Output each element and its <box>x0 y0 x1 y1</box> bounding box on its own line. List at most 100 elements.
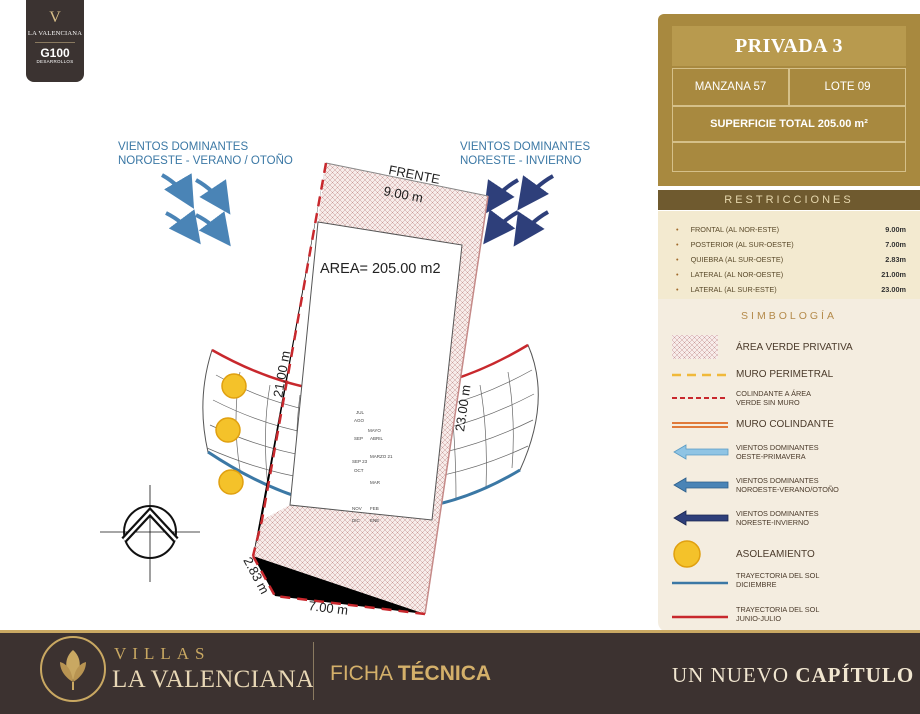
superficie-cell: SUPERFICIE TOTAL 205.00 m² <box>672 106 906 142</box>
legend-label: MURO PERIMETRAL <box>736 369 834 380</box>
sun-month-ene: ENE <box>370 518 379 523</box>
lot-outline <box>251 162 489 616</box>
legend-item: VIENTOS DOMINANTES OESTE-PRIMAVERA <box>672 443 912 461</box>
footer-slogan: UN NUEVO CAPÍTULO <box>672 663 914 688</box>
footer-ficha-tecnica: FICHA TÉCNICA <box>330 662 491 686</box>
logo-v-icon: V <box>49 9 61 26</box>
legend-item: TRAYECTORIA DEL SOL DICIEMBRE <box>672 571 912 589</box>
restriccion-label: POSTERIOR (AL SUR-OESTE) <box>676 240 794 249</box>
sun-markers <box>215 373 247 495</box>
restriccion-value: 2.83m <box>885 255 906 264</box>
legend-label: VIENTOS DOMINANTES NOROESTE-VERANO/OTOÑO <box>736 476 839 494</box>
sun-month-dic: DIC <box>352 518 361 523</box>
blue-line-icon <box>672 575 736 585</box>
legend-label: VIENTOS DOMINANTES OESTE-PRIMAVERA <box>736 443 819 461</box>
sun-month-labels: JUL AGO MAYO SEP ABRIL MARZO 21 SEP 23 O… <box>352 410 393 523</box>
wind-label-noroeste: VIENTOS DOMINANTES NOROESTE - VERANO / O… <box>118 140 293 168</box>
logo-separator <box>35 42 75 43</box>
info-panel: PRIVADA 3 MANZANA 57 LOTE 09 SUPERFICIE … <box>658 14 920 632</box>
restriccion-value: 23.00m <box>881 285 906 294</box>
logo-g100: G100 <box>40 46 70 60</box>
restricciones-list: FRONTAL (AL NOR-ESTE)9.00m POSTERIOR (AL… <box>658 211 920 299</box>
hatch-icon <box>672 335 736 359</box>
manzana-lote-row: MANZANA 57 LOTE 09 <box>672 68 906 106</box>
sun-icon <box>218 469 244 495</box>
restricciones-header: RESTRICCIONES <box>658 190 920 210</box>
north-arrow-icon <box>100 485 200 582</box>
simbologia-box: SIMBOLOGÍA ÁREA VERDE PRIVATIVA MURO PER… <box>658 299 920 632</box>
legend-label: MURO COLINDANTE <box>736 419 834 430</box>
simbologia-header: SIMBOLOGÍA <box>741 310 837 322</box>
lot-title-box: PRIVADA 3 MANZANA 57 LOTE 09 SUPERFICIE … <box>658 14 920 186</box>
area-label: AREA= 205.00 m2 <box>320 261 441 277</box>
wind-left-line2: NOROESTE - VERANO / OTOÑO <box>118 155 293 167</box>
legend-label: ÁREA VERDE PRIVATIVA <box>736 341 853 353</box>
legend-label: ASOLEAMIENTO <box>736 548 815 560</box>
restriccion-row: LATERAL (AL NOR-OESTE) 21.00m <box>676 267 906 282</box>
sun-month-jul: JUL <box>356 410 364 415</box>
tecnica-word: TÉCNICA <box>397 662 492 685</box>
footer-divider <box>313 642 314 700</box>
lot-plan-drawing: JUL AGO MAYO SEP ABRIL MARZO 21 SEP 23 O… <box>100 162 554 618</box>
villas-seal-icon <box>40 636 106 702</box>
dim-front: 9.00 m <box>382 183 424 205</box>
legend-label: COLINDANTE A ÁREA VERDE SIN MURO <box>736 389 811 407</box>
sun-month-oct: OCT <box>354 468 364 473</box>
footer-la-valenciana: LA VALENCIANA <box>112 666 315 693</box>
logo-badge: V LA VALENCIANA G100 DESARROLLOS <box>26 0 84 82</box>
yellow-dash-icon <box>672 372 736 378</box>
legend-label: TRAYECTORIA DEL SOL DICIEMBRE <box>736 571 820 589</box>
lote-cell: LOTE 09 <box>789 68 906 106</box>
sun-month-feb: FEB <box>370 506 379 511</box>
restriccion-label: LATERAL (AL NOR-OESTE) <box>676 270 784 279</box>
sun-month-marzo21: MARZO 21 <box>370 454 393 459</box>
sun-icon <box>215 417 241 443</box>
red-line-icon <box>672 609 736 619</box>
legend-item: MURO PERIMETRAL <box>672 369 912 380</box>
manzana-cell: MANZANA 57 <box>672 68 789 106</box>
sun-month-sep: SEP <box>354 436 363 441</box>
legend-label: TRAYECTORIA DEL SOL JUNIO-JULIO <box>736 605 820 623</box>
orange-double-line-icon <box>672 421 736 429</box>
legend-item: VIENTOS DOMINANTES NORESTE-INVIERNO <box>672 509 912 527</box>
footer-villas: VILLAS <box>114 644 211 663</box>
wind-arrows-noreste <box>483 174 554 247</box>
restriccion-row: LATERAL (AL SUR-ESTE) 23.00m <box>676 282 906 297</box>
legend-item: ASOLEAMIENTO <box>672 539 912 569</box>
privada-title: PRIVADA 3 <box>672 26 906 66</box>
sun-icon <box>672 539 736 569</box>
navy-arrow-icon <box>672 510 736 526</box>
footer-bar: VILLAS LA VALENCIANA FICHA TÉCNICA UN NU… <box>0 630 920 714</box>
legend-item: MURO COLINDANTE <box>672 419 912 430</box>
sun-month-ago: AGO <box>354 418 365 423</box>
restriccion-label: QUIEBRA (AL SUR-OESTE) <box>676 255 784 264</box>
footer-gold-line <box>0 630 920 633</box>
logo-desarrollos: DESARROLLOS <box>36 59 74 64</box>
slogan-part-2: CAPÍTULO <box>795 663 915 687</box>
light-blue-arrow-icon <box>672 444 736 460</box>
wind-arrows-noroeste <box>161 173 231 247</box>
sun-month-nov: NOV <box>352 506 362 511</box>
restriccion-label: LATERAL (AL SUR-ESTE) <box>676 285 777 294</box>
dim-back: 7.00 m <box>308 598 349 618</box>
slogan-part-1: UN NUEVO <box>672 663 790 687</box>
restriccion-value: 21.00m <box>881 270 906 279</box>
wind-left-line1: VIENTOS DOMINANTES <box>118 141 249 153</box>
legend-item: TRAYECTORIA DEL SOL JUNIO-JULIO <box>672 605 912 623</box>
blue-arrow-icon <box>672 477 736 493</box>
legend-label: VIENTOS DOMINANTES NORESTE-INVIERNO <box>736 509 819 527</box>
sun-month-sep23: SEP 23 <box>352 459 368 464</box>
red-dash-icon <box>672 395 736 401</box>
restriccion-label: FRONTAL (AL NOR-ESTE) <box>676 225 780 234</box>
logo-brand: LA VALENCIANA <box>27 30 83 37</box>
sun-month-mar: MAR <box>370 480 381 485</box>
legend-item: ÁREA VERDE PRIVATIVA <box>672 335 912 359</box>
empty-cell <box>672 142 906 172</box>
legend-item: COLINDANTE A ÁREA VERDE SIN MURO <box>672 389 912 407</box>
dim-right: 23.00 m <box>452 384 473 433</box>
wind-right-line1: VIENTOS DOMINANTES <box>460 141 591 153</box>
sun-icon <box>221 373 247 399</box>
legend-item: VIENTOS DOMINANTES NOROESTE-VERANO/OTOÑO <box>672 476 912 494</box>
restriccion-row: POSTERIOR (AL SUR-OESTE)7.00m <box>676 237 906 252</box>
wind-label-noreste: VIENTOS DOMINANTES NORESTE - INVIERNO <box>460 140 590 168</box>
